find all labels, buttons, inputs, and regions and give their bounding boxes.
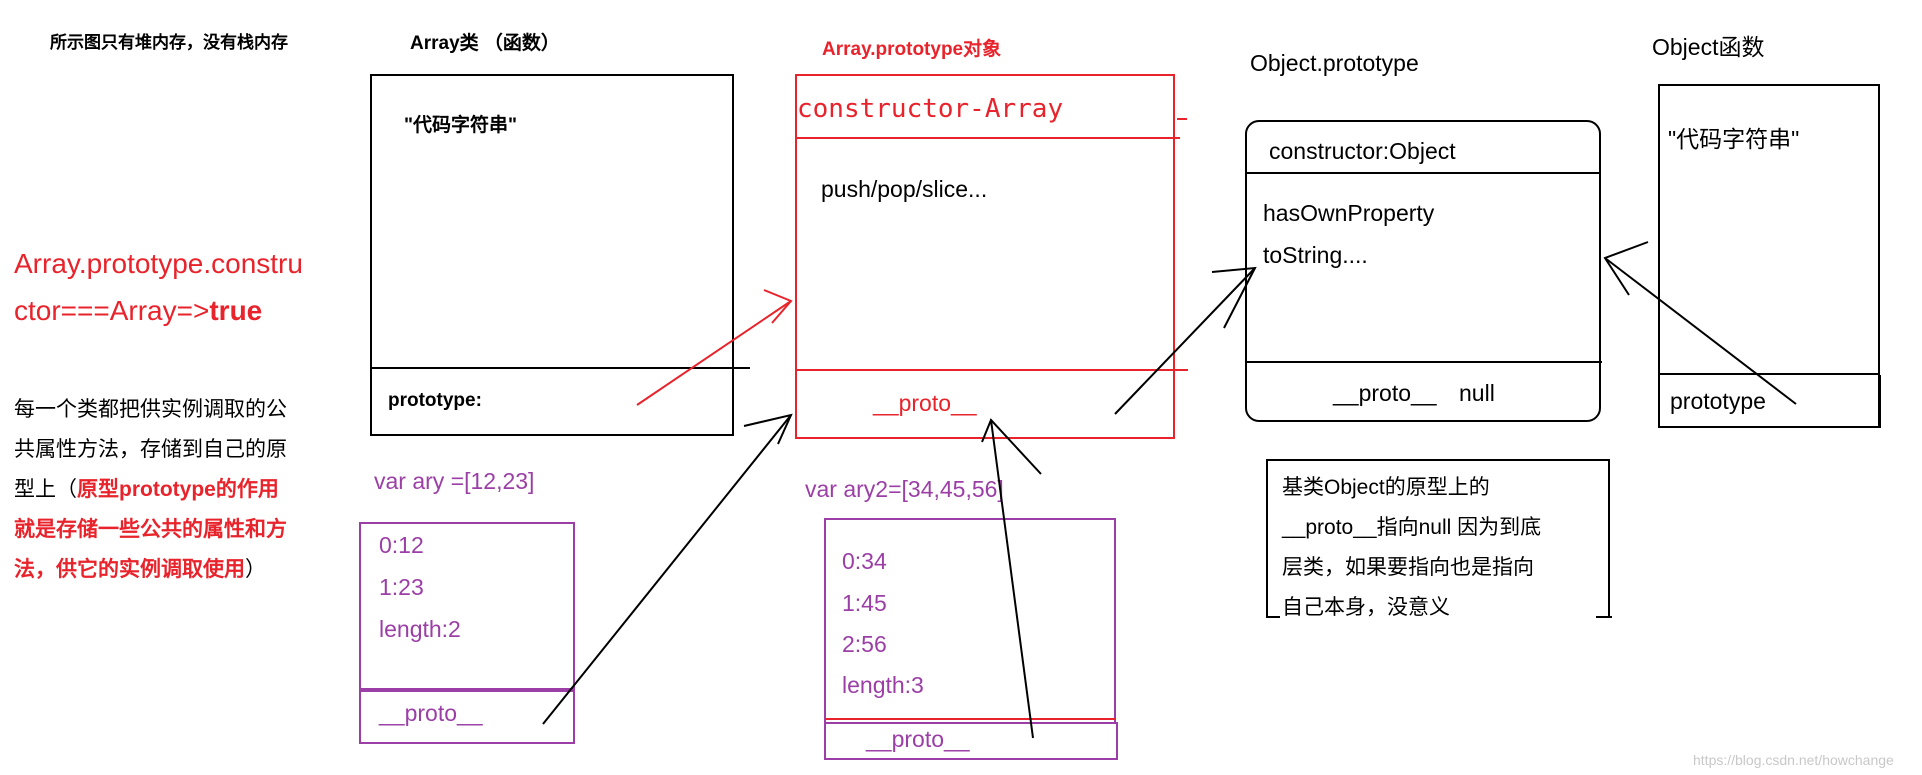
object-function-box: "代码字符串" prototype (1658, 84, 1880, 428)
ary2-proto-arrow (981, 418, 1042, 739)
object-prototype-method-tostring: toString.... (1263, 242, 1368, 268)
array-class-prototype-label: prototype: (388, 390, 482, 411)
ary-proto: __proto__ (379, 700, 483, 726)
array-prototype-divider-top (795, 137, 1180, 139)
array-class-title: Array类 （函数） (410, 33, 560, 54)
object-prototype-divider-bottom (1247, 361, 1602, 363)
ary2-item-2: 2:56 (842, 631, 887, 657)
array-prototype-divider-bottom (795, 369, 1188, 371)
null-note-line4: 自己本身，没意义 (1282, 596, 1450, 619)
array-prototype-tick (1177, 118, 1187, 120)
ary2-box: 0:34 1:45 2:56 length:3 (824, 518, 1116, 724)
prototype-note-line3: 型上（原型prototype的作用 (14, 478, 279, 501)
object-function-divider (1660, 373, 1880, 375)
constructor-note-line2: ctor===Array=>true (14, 295, 263, 326)
ary-box: 0:12 1:23 length:2 (359, 522, 575, 690)
watermark: https://blog.csdn.net/howchange (1693, 752, 1894, 768)
ary2-red-divider (826, 718, 1116, 720)
array-prototype-pointer-arrow (636, 289, 793, 406)
object-function-title: Object函数 (1652, 34, 1765, 60)
array-class-box: "代码字符串" prototype: (370, 74, 734, 436)
prototype-note-line4: 就是存储一些公共的属性和方 (14, 518, 287, 541)
null-note-line2: __proto__指向null 因为到底 (1282, 516, 1542, 539)
ary-length: length:2 (379, 616, 461, 642)
ary-proto-box: __proto__ (359, 690, 575, 744)
object-function-prototype-label: prototype (1670, 388, 1766, 414)
array-prototype-box: constructor-Array push/pop/slice... __pr… (795, 74, 1175, 439)
ary-declaration: var ary =[12,23] (374, 468, 535, 494)
ary-proto-arrow (542, 413, 793, 725)
null-note-line3: 层类，如果要指向也是指向 (1282, 556, 1534, 579)
object-prototype-proto-null: null (1459, 380, 1495, 406)
null-note-line1: 基类Object的原型上的 (1282, 476, 1490, 499)
ary-item-1: 1:23 (379, 574, 424, 600)
object-function-code: "代码字符串" (1668, 126, 1800, 152)
null-note-box: 基类Object的原型上的 __proto__指向null 因为到底 层类，如果… (1266, 459, 1610, 619)
array-class-divider (370, 367, 750, 369)
array-class-code: "代码字符串" (404, 115, 518, 136)
object-prototype-proto: __proto__ (1333, 380, 1437, 406)
array-prototype-constructor: constructor-Array (797, 94, 1064, 124)
null-note-bracket-right (1596, 616, 1612, 618)
array-prototype-proto-arrow (1114, 266, 1257, 415)
ary2-proto: __proto__ (866, 726, 970, 752)
object-prototype-divider-top (1247, 172, 1599, 174)
array-prototype-methods: push/pop/slice... (821, 176, 988, 202)
ary2-length: length:3 (842, 672, 924, 698)
array-prototype-title: Array.prototype对象 (822, 39, 1002, 60)
ary2-proto-box: __proto__ (824, 722, 1118, 760)
null-note-bracket-left (1266, 616, 1280, 618)
prototype-note-line5: 法，供它的实例调取使用） (14, 558, 266, 581)
object-prototype-method-hasownproperty: hasOwnProperty (1263, 200, 1435, 226)
object-prototype-box: constructor:Object hasOwnProperty toStri… (1245, 120, 1601, 422)
object-prototype-constructor: constructor:Object (1269, 138, 1456, 164)
heap-only-note: 所示图只有堆内存，没有栈内存 (50, 33, 288, 52)
object-function-prototype-arrow (1603, 241, 1797, 405)
ary2-declaration: var ary2=[34,45,56] (805, 476, 1004, 502)
ary2-item-0: 0:34 (842, 548, 887, 574)
object-prototype-title: Object.prototype (1250, 50, 1419, 76)
constructor-note-line1: Array.prototype.constru (14, 248, 303, 279)
ary-item-0: 0:12 (379, 532, 424, 558)
prototype-note-line1: 每一个类都把供实例调取的公 (14, 398, 287, 421)
ary2-item-1: 1:45 (842, 590, 887, 616)
prototype-note-line2: 共属性方法，存储到自己的原 (14, 438, 287, 461)
array-prototype-proto: __proto__ (873, 390, 977, 416)
